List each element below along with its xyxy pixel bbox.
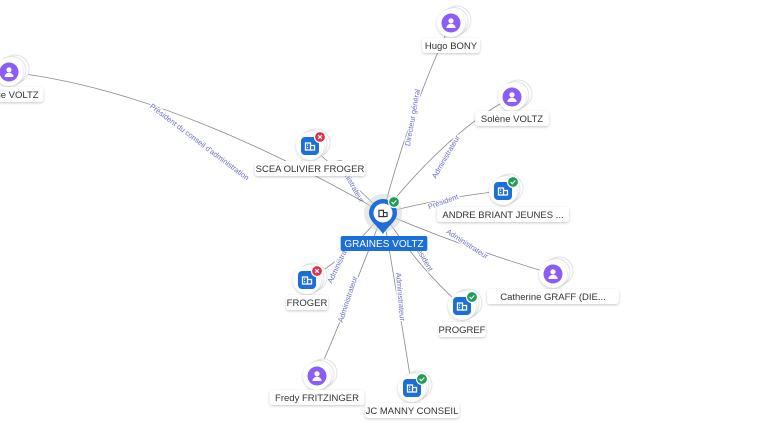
node-george-voltz[interactable]: ge VOLTZ [0, 54, 44, 102]
edge-label: Directeur général [403, 88, 422, 147]
node-label: ANDRE BRIANT JEUNES ... [442, 210, 563, 221]
node-label: Fredy FRITZINGER [275, 393, 359, 404]
node-label: FROGER [287, 298, 328, 309]
node-label: Solène VOLTZ [481, 114, 543, 125]
node-progref[interactable]: PROGREF [438, 288, 486, 337]
node-scea-olivier-froger[interactable]: SCEA OLIVIER FROGER [254, 128, 366, 176]
node-label-box [487, 289, 619, 304]
edge-line [316, 212, 384, 377]
center-layer: GRAINES VOLTZ [340, 194, 428, 251]
node-label: ge VOLTZ [0, 90, 39, 101]
node-label-box [438, 322, 486, 337]
check-mark [510, 180, 516, 185]
node-jc-manny[interactable]: JC MANNY CONSEIL [364, 370, 460, 418]
node-label: PROGREF [439, 325, 486, 336]
node-solene-voltz[interactable]: Solène VOLTZ [475, 79, 549, 126]
node-label-box [286, 295, 328, 310]
edge-line [382, 212, 554, 275]
node-froger[interactable]: FROGER [286, 262, 328, 310]
node-andre-briant[interactable]: ANDRE BRIANT JEUNES ... [437, 173, 569, 222]
check-icon [415, 372, 429, 386]
edge-label: Administrateur [336, 274, 360, 323]
node-label-box [269, 390, 365, 405]
edge-label: Président du conseil d'administration [148, 102, 251, 183]
node-label-box [475, 111, 549, 126]
center-label: GRAINES VOLTZ [344, 239, 423, 250]
check-mark [469, 295, 475, 300]
check-mark [391, 200, 397, 205]
node-label: Catherine GRAFF (DIE... [500, 292, 606, 303]
edge-label: Administrateur [394, 272, 407, 321]
building-icon [378, 209, 388, 218]
node-fredy-fritzinger[interactable]: Fredy FRITZINGER [269, 358, 365, 405]
close-mark [314, 268, 320, 274]
node-label-box [422, 38, 480, 53]
node-label-box [364, 403, 460, 418]
edge-line [382, 96, 513, 214]
check-icon [387, 195, 401, 209]
edge-line [8, 71, 384, 214]
check-icon [465, 290, 479, 304]
nodes-layer: Hugo BONY Solène VOLTZ ANDRE BRIANT JEUNES… [0, 5, 619, 418]
edge-line [382, 212, 413, 389]
node-label-box [437, 207, 569, 222]
close-mark [317, 134, 323, 140]
node-catherine-graff[interactable]: Catherine GRAFF (DIE... [487, 256, 619, 304]
check-icon [506, 175, 520, 189]
edge-label: Administrateur [430, 133, 462, 180]
node-hugo-bony[interactable]: Hugo BONY [422, 5, 480, 53]
node-label-box [254, 161, 366, 176]
check-mark [419, 377, 425, 382]
node-label: JC MANNY CONSEIL [366, 406, 459, 417]
center-node[interactable]: GRAINES VOLTZ [340, 194, 428, 251]
center-label-box [340, 236, 428, 251]
node-label-box [0, 87, 44, 102]
node-label: SCEA OLIVIER FROGER [256, 164, 365, 175]
node-label: Hugo BONY [425, 41, 478, 52]
edge-label: Administrateur [445, 227, 491, 261]
